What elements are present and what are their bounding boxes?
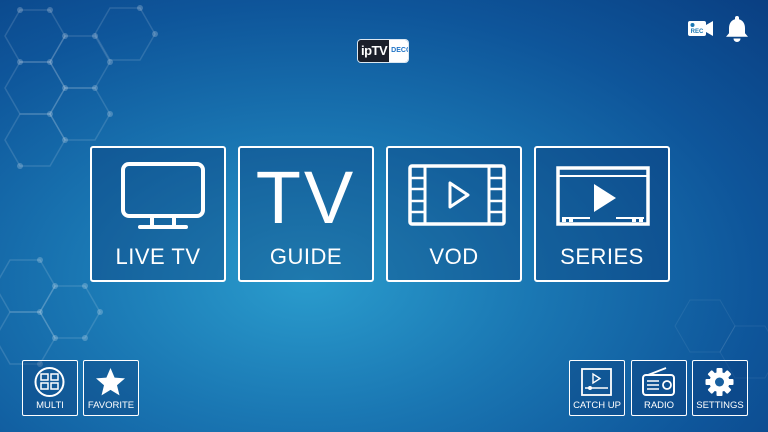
logo-text-iptv: ipTV [358,40,390,62]
tile-live-tv[interactable]: LIVE TV [90,146,226,282]
logo-text-deco: DECO [389,40,408,62]
tile-label-live-tv: LIVE TV [115,244,201,269]
radio-icon [642,367,675,396]
multi-label: MULTI [36,400,64,411]
multi-button[interactable]: MULTI [22,360,78,416]
star-icon [96,368,125,396]
bell-icon[interactable] [722,14,752,44]
monitor-play-icon [556,166,650,226]
catch-up-button[interactable]: CATCH UP [569,360,625,416]
catchup-player-icon [581,368,612,396]
favorite-label: FAVORITE [87,400,135,411]
catch-up-label: CATCH UP [573,400,621,411]
rec-camera-icon[interactable]: REC [686,14,716,44]
radio-button[interactable]: RADIO [631,360,687,416]
tile-guide[interactable]: TV GUIDE [238,146,374,282]
tile-label-guide: GUIDE [269,244,343,269]
app-logo: ipTV DECO [358,40,408,62]
gear-icon [705,368,734,396]
favorite-button[interactable]: FAVORITE [83,360,139,416]
tv-screen-icon [121,162,205,229]
rec-label: REC [691,29,704,35]
settings-button[interactable]: SETTINGS [692,360,748,416]
tile-series[interactable]: SERIES [534,146,670,282]
radio-label: RADIO [643,400,675,411]
tile-vod[interactable]: VOD [386,146,522,282]
tile-label-vod: VOD [429,244,479,269]
settings-label: SETTINGS [696,400,744,411]
tile-label-series: SERIES [560,244,644,269]
guide-tv-glyph: TV [255,156,357,239]
film-play-icon [408,164,506,226]
multi-screen-icon [34,367,65,397]
